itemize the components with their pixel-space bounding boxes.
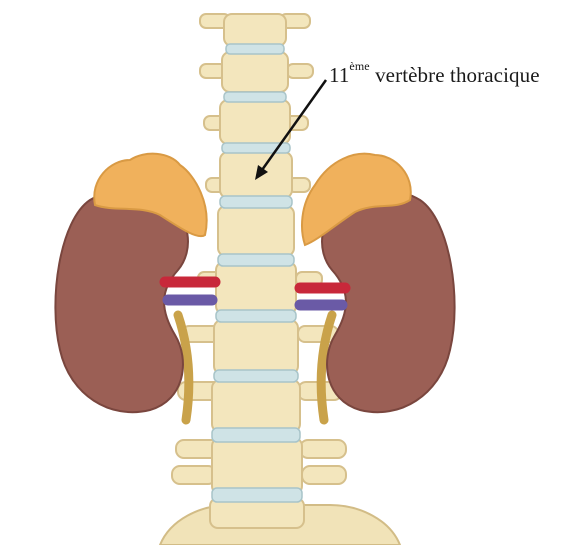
vertebra-name: vertèbre thoracique <box>375 63 540 87</box>
vertebra-number: 11 <box>329 63 349 87</box>
annotation-label: 11ème vertèbre thoracique <box>329 63 540 88</box>
ordinal-superscript: ème <box>349 59 369 73</box>
spine <box>172 14 346 528</box>
left-kidney-group <box>55 154 215 420</box>
right-kidney-group <box>300 154 455 420</box>
vertebral-bodies <box>210 14 304 528</box>
